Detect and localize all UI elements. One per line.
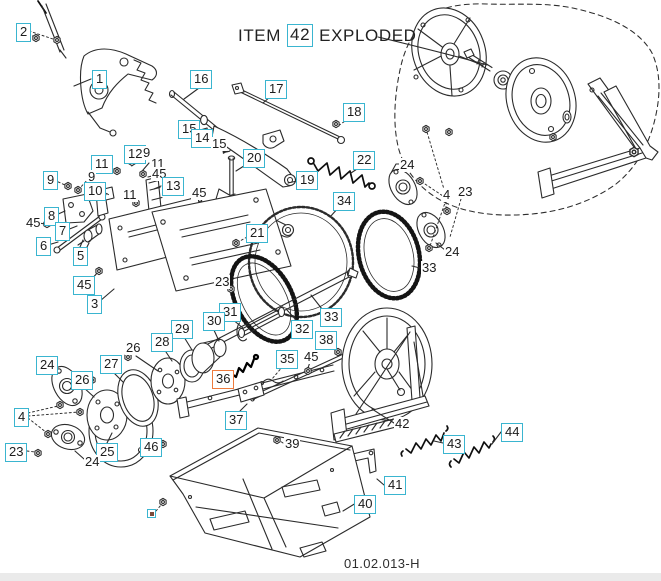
callout-mini[interactable] bbox=[147, 509, 156, 518]
belly-pan-art bbox=[169, 427, 371, 558]
callout-26: 26 bbox=[125, 340, 142, 355]
friction-wheel-frame-art bbox=[176, 307, 433, 483]
diagram-title: ITEM 42 EXPLODED bbox=[238, 24, 417, 47]
callout-36[interactable]: 36 bbox=[212, 370, 235, 389]
callout-12[interactable]: 12 bbox=[124, 145, 147, 164]
callout-16[interactable]: 16 bbox=[190, 70, 213, 89]
callout-24: 24 bbox=[399, 157, 416, 172]
callout-35[interactable]: 35 bbox=[276, 350, 299, 369]
callout-45: 45 bbox=[191, 185, 208, 200]
callout-9: 9 bbox=[142, 145, 152, 160]
callout-33: 33 bbox=[421, 260, 438, 275]
title-suffix: EXPLODED bbox=[319, 25, 417, 45]
callout-22[interactable]: 22 bbox=[353, 151, 376, 170]
callout-15: 15 bbox=[211, 136, 228, 151]
callout-23: 23 bbox=[214, 274, 231, 289]
callout-9[interactable]: 9 bbox=[43, 171, 59, 190]
callout-18[interactable]: 18 bbox=[343, 103, 366, 122]
springs-art bbox=[226, 157, 496, 468]
callout-24: 24 bbox=[444, 244, 461, 259]
callout-27[interactable]: 27 bbox=[100, 355, 123, 374]
callout-11: 11 bbox=[122, 187, 138, 202]
callout-10[interactable]: 10 bbox=[84, 182, 107, 201]
callout-11[interactable]: 11 bbox=[91, 155, 113, 174]
callout-45: 45 bbox=[303, 349, 320, 364]
callout-28[interactable]: 28 bbox=[151, 333, 174, 352]
lever-assembly-art bbox=[37, 0, 158, 137]
callout-5[interactable]: 5 bbox=[73, 247, 89, 266]
callout-24: 24 bbox=[84, 454, 101, 469]
callout-6[interactable]: 6 bbox=[36, 237, 52, 256]
exploded-wheel-cloud-art bbox=[394, 3, 660, 216]
callout-2[interactable]: 2 bbox=[16, 23, 32, 42]
callout-46[interactable]: 46 bbox=[140, 438, 163, 457]
callout-43[interactable]: 43 bbox=[443, 435, 466, 454]
callout-41[interactable]: 41 bbox=[384, 476, 407, 495]
callout-29[interactable]: 29 bbox=[171, 320, 194, 339]
callout-23[interactable]: 23 bbox=[5, 443, 28, 462]
rods-art bbox=[168, 82, 346, 149]
callout-8[interactable]: 8 bbox=[44, 207, 60, 226]
callout-3[interactable]: 3 bbox=[87, 295, 103, 314]
callout-19[interactable]: 19 bbox=[296, 171, 319, 190]
title-prefix: ITEM bbox=[238, 25, 282, 45]
callout-39: 39 bbox=[284, 436, 301, 451]
callout-7[interactable]: 7 bbox=[55, 222, 71, 241]
callout-33[interactable]: 33 bbox=[320, 308, 343, 327]
callout-23: 23 bbox=[457, 184, 474, 199]
callout-13[interactable]: 13 bbox=[162, 177, 185, 196]
callout-4: 4 bbox=[442, 187, 452, 202]
item-42-hotspot[interactable]: 42 bbox=[287, 24, 314, 47]
callout-44[interactable]: 44 bbox=[501, 423, 524, 442]
callout-37[interactable]: 37 bbox=[225, 411, 248, 430]
doc-code: 01.02.013-H bbox=[344, 556, 420, 571]
callout-40[interactable]: 40 bbox=[354, 495, 377, 514]
callout-32[interactable]: 32 bbox=[291, 320, 314, 339]
callout-20[interactable]: 20 bbox=[243, 149, 266, 168]
callout-17[interactable]: 17 bbox=[265, 80, 288, 99]
callout-42: 42 bbox=[394, 416, 411, 431]
callout-45[interactable]: 45 bbox=[73, 276, 96, 295]
callout-4[interactable]: 4 bbox=[14, 408, 30, 427]
window-bottom-edge bbox=[0, 573, 661, 581]
callout-14[interactable]: 14 bbox=[191, 129, 214, 148]
callout-45: 45 bbox=[25, 215, 42, 230]
callout-1[interactable]: 1 bbox=[92, 70, 108, 89]
callout-38[interactable]: 38 bbox=[315, 331, 338, 350]
callout-21[interactable]: 21 bbox=[246, 224, 269, 243]
side-plates-art bbox=[108, 188, 292, 292]
callout-30[interactable]: 30 bbox=[203, 312, 226, 331]
callout-9: 9 bbox=[87, 169, 97, 184]
callout-34[interactable]: 34 bbox=[333, 192, 356, 211]
callout-24[interactable]: 24 bbox=[36, 356, 59, 375]
callout-25[interactable]: 25 bbox=[96, 443, 119, 462]
callout-26[interactable]: 26 bbox=[71, 371, 94, 390]
drive-chain-art bbox=[201, 205, 423, 402]
